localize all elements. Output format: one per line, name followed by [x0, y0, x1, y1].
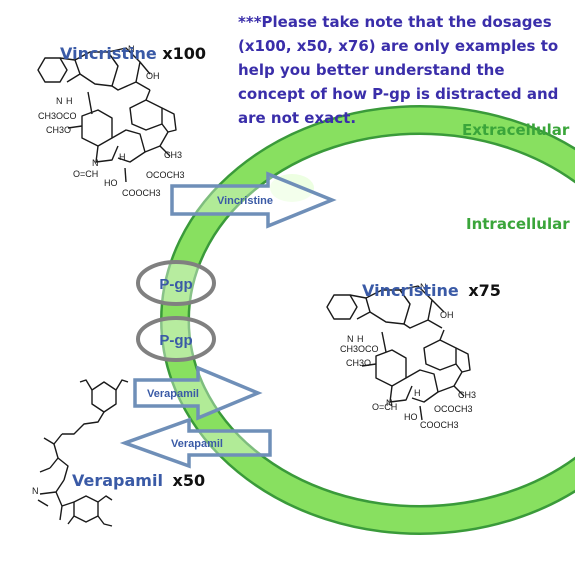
vincristine-inside-label: Vincristine x75 — [362, 281, 501, 300]
svg-text:OCOCH3: OCOCH3 — [434, 404, 473, 414]
vincristine-inside-dose: x75 — [468, 281, 501, 300]
pgp-label-2: P-gp — [159, 332, 192, 349]
svg-text:N: N — [386, 398, 393, 408]
svg-text:CH3OCO: CH3OCO — [38, 111, 77, 121]
cell-membrane — [160, 105, 575, 535]
svg-text:N: N — [128, 44, 135, 54]
svg-text:CH3: CH3 — [164, 150, 182, 160]
verapamil-name: Verapamil — [72, 471, 163, 490]
verapamil-n-label: N — [32, 486, 39, 496]
svg-text:H: H — [414, 388, 421, 398]
vincristine-outside-dose: x100 — [162, 44, 207, 63]
svg-text:OH: OH — [146, 71, 160, 81]
arrow-vincristine-in: Vincristine — [170, 171, 337, 229]
svg-text:O=CH: O=CH — [372, 402, 397, 412]
vincristine-structure-outside — [37, 47, 177, 183]
svg-text:COOCH3: COOCH3 — [420, 420, 459, 430]
pgp-transporter-2: P-gp — [136, 316, 216, 362]
dosage-disclaimer-note: ***Please take note that the dosages (x1… — [238, 13, 559, 127]
pgp-transporter-1: P-gp — [136, 260, 216, 306]
vincristine-outside-labels: N H OH N CH3OCO CH3O N H CH3 O=CH HO OCO… — [38, 44, 185, 198]
vincristine-outside-name: Vincristine — [60, 44, 157, 63]
extracellular-label: Extracellular — [462, 121, 570, 139]
arrow-verapamil-in: Verapamil — [133, 365, 263, 421]
svg-text:COOCH3: COOCH3 — [122, 188, 161, 198]
svg-text:HO: HO — [104, 178, 118, 188]
svg-text:H: H — [357, 334, 364, 344]
svg-text:CH3O: CH3O — [346, 358, 371, 368]
svg-text:H: H — [66, 96, 73, 106]
arrow-verapamil-out-label: Verapamil — [171, 438, 223, 450]
arrow-verapamil-out: Verapamil — [119, 417, 272, 469]
pgp-label-1: P-gp — [159, 276, 192, 293]
svg-text:OH: OH — [440, 310, 454, 320]
verapamil-label: Verapamil x50 — [72, 471, 205, 490]
svg-text:CH3: CH3 — [458, 390, 476, 400]
svg-text:H: H — [119, 152, 126, 162]
vincristine-inside-name: Vincristine — [362, 281, 459, 300]
vincristine-outside-label: Vincristine x100 — [60, 44, 206, 63]
vincristine-structure-inside — [326, 285, 471, 421]
verapamil-structure — [37, 379, 129, 527]
svg-text:N: N — [92, 158, 99, 168]
svg-text:N: N — [420, 282, 427, 292]
svg-text:CH3O: CH3O — [46, 125, 71, 135]
svg-text:N: N — [56, 96, 63, 106]
svg-text:OCOCH3: OCOCH3 — [146, 170, 185, 180]
svg-text:N: N — [347, 334, 354, 344]
svg-text:HO: HO — [404, 412, 418, 422]
intracellular-label: Intracellular — [466, 215, 570, 233]
vincristine-inside-labels: N H OH N CH3OCO CH3O N H CH3 O=CH HO OCO… — [340, 282, 476, 430]
verapamil-dose: x50 — [172, 471, 206, 490]
svg-text:O=CH: O=CH — [73, 169, 98, 179]
svg-text:CH3OCO: CH3OCO — [340, 344, 379, 354]
arrow-verapamil-in-label: Verapamil — [147, 388, 199, 400]
arrow-vincristine-label: Vincristine — [217, 195, 273, 207]
